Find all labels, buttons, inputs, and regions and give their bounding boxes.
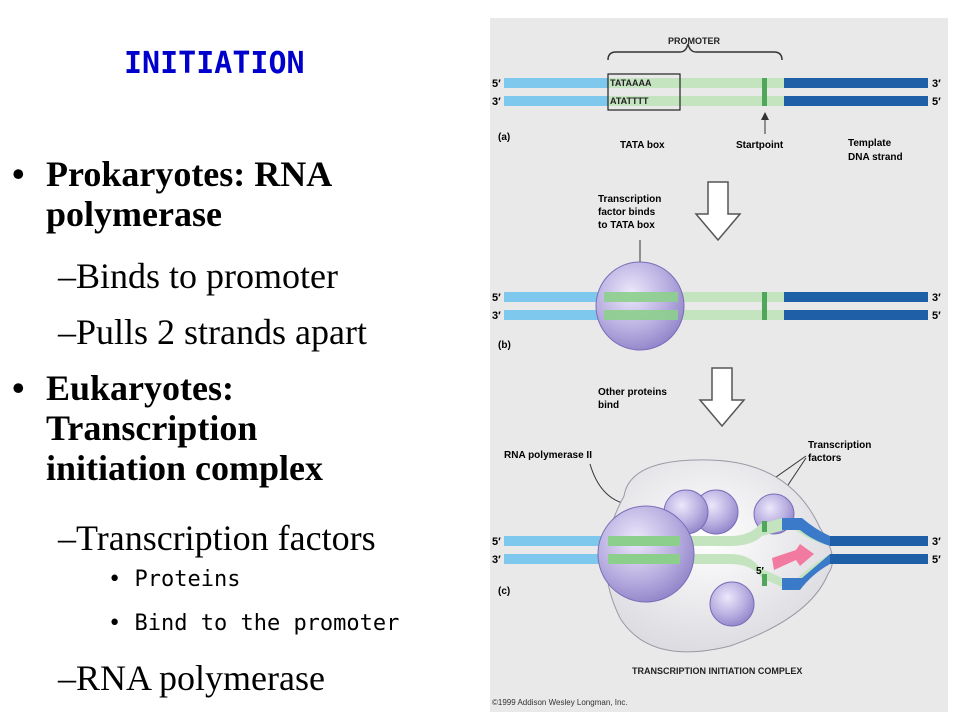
strand-segment [504, 78, 608, 88]
complex-label: TRANSCRIPTION INITIATION COMPLEX [632, 666, 802, 676]
dash: – [58, 312, 76, 352]
copyright: ©1999 Addison Wesley Longman, Inc. [492, 698, 628, 707]
strand-segment [504, 310, 608, 320]
tata-top-seq: TATAAAA [610, 78, 652, 88]
strand-segment [830, 536, 928, 546]
tata-bound [604, 292, 678, 302]
tfs-label-2: factors [808, 453, 842, 464]
strand-segment [830, 554, 928, 564]
transcription-figure: PROMOTER TATAAAA ATATTTT 5′ 3′ 3′ 5′ (a)… [490, 18, 948, 712]
sub-bullet-binds: –Binds to promoter [58, 256, 338, 296]
strand-segment [608, 78, 784, 88]
sub-bullet-text: RNA polymerase [76, 658, 325, 698]
three-prime: 3′ [932, 78, 941, 90]
sub-bullet-text: Pulls 2 strands apart [76, 312, 367, 352]
promoter-bracket [607, 43, 783, 61]
strand-segment [504, 96, 608, 106]
small-dot: • [108, 611, 122, 636]
strand-segment [504, 536, 608, 546]
small-dot: • [108, 567, 122, 592]
strand-segment [504, 554, 608, 564]
bullet-text-line1: Prokaryotes: RNA [46, 154, 333, 194]
figure-svg: PROMOTER TATAAAA ATATTTT 5′ 3′ 3′ 5′ (a)… [492, 36, 941, 676]
sub-bullet-text: Binds to promoter [76, 256, 338, 296]
strand-segment [504, 292, 608, 302]
strand-segment [784, 292, 928, 302]
bullet-dot: • [12, 154, 25, 194]
strand-segment [782, 554, 830, 590]
tata-bound [608, 554, 680, 564]
five-prime: 5′ [492, 536, 501, 548]
tf-binds-2: factor binds [598, 207, 656, 218]
five-prime: 5′ [932, 310, 941, 322]
sub-bullet-tf: –Transcription factors [58, 518, 376, 558]
down-arrow-1 [694, 181, 742, 242]
sub-bullet-text: Transcription factors [76, 518, 376, 558]
subsub-text: Bind to the promoter [134, 611, 400, 636]
tata-box-label: TATA box [620, 140, 665, 151]
five-prime: 5′ [492, 292, 501, 304]
bullet-text-line3: initiation complex [46, 448, 323, 488]
strand-segment [782, 518, 830, 546]
three-prime: 3′ [932, 292, 941, 304]
strand-segment [784, 310, 928, 320]
strand-segment [608, 96, 784, 106]
startpoint-label: Startpoint [736, 140, 784, 151]
tata-box-frame [607, 73, 681, 111]
panel-a-label: (a) [498, 132, 510, 143]
five-prime-rna: 5′ [756, 566, 765, 577]
dna-strand-b [504, 292, 928, 320]
down-arrow-2 [698, 367, 746, 428]
tata-bound [604, 310, 678, 320]
transcription-factor-blob [595, 261, 685, 351]
startpoint-mark [762, 78, 767, 106]
bullet-text-line1: Eukaryotes: [46, 368, 234, 408]
panel-b-label: (b) [498, 340, 511, 351]
five-prime: 5′ [932, 554, 941, 566]
rna-transcript-arrow [772, 544, 814, 570]
bullet-text-line2: polymerase [46, 194, 222, 234]
strand-segment [608, 310, 784, 320]
bullet-text-line2: Transcription [46, 408, 258, 448]
strand-segment [784, 78, 928, 88]
three-prime: 3′ [492, 554, 501, 566]
dash: – [58, 256, 76, 296]
template-label-2: DNA strand [848, 152, 903, 163]
template-label-1: Template [848, 138, 892, 149]
three-prime: 3′ [492, 310, 501, 322]
five-prime: 5′ [492, 78, 501, 90]
subsub-bullet-bind: • Bind to the promoter [108, 610, 399, 638]
tata-bottom-seq: ATATTTT [610, 96, 649, 106]
subsub-bullet-proteins: • Proteins [108, 566, 240, 594]
bullet-dot: • [12, 368, 25, 408]
strand-segment [784, 96, 928, 106]
three-prime: 3′ [492, 96, 501, 108]
rna-pol-label: RNA polymerase II [504, 450, 592, 461]
startpoint-mark [762, 574, 767, 586]
three-prime: 3′ [932, 536, 941, 548]
pointer-line [589, 463, 627, 505]
arrow-head [761, 112, 769, 120]
tf-binds-3: to TATA box [598, 220, 655, 231]
sub-bullet-rnap: –RNA polymerase [58, 658, 325, 698]
five-prime: 5′ [932, 96, 941, 108]
slide-title: INITIATION [124, 46, 305, 81]
subsub-text: Proteins [134, 567, 241, 592]
dna-strand-a [504, 73, 928, 111]
tf-blob [709, 581, 755, 627]
tf-binds-1: Transcription [598, 194, 661, 205]
other-proteins-2: bind [598, 400, 619, 411]
panel-c-label: (c) [498, 586, 510, 597]
dash: – [58, 658, 76, 698]
startpoint-mark [762, 292, 767, 320]
tfs-label-1: Transcription [808, 440, 871, 451]
strand-segment [608, 292, 784, 302]
tata-bound [608, 536, 680, 546]
startpoint-mark [762, 521, 767, 532]
promoter-label: PROMOTER [668, 36, 721, 46]
other-proteins-1: Other proteins [598, 387, 667, 398]
sub-bullet-pulls: –Pulls 2 strands apart [58, 312, 367, 352]
slide-text: INITIATION • Prokaryotes: RNA polymerase… [0, 0, 470, 720]
dash: – [58, 518, 76, 558]
